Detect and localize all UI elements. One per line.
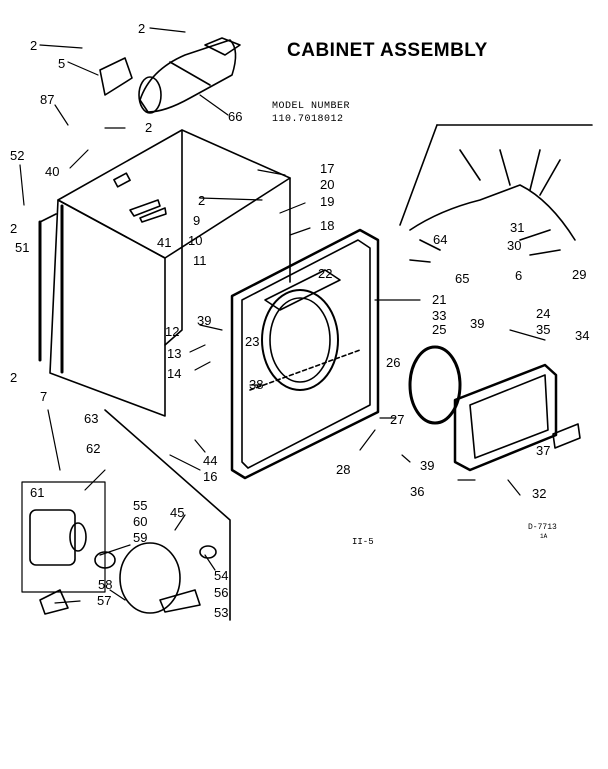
part-label: 14 <box>167 366 181 381</box>
part-label: 18 <box>320 218 334 233</box>
part-label: 20 <box>320 177 334 192</box>
part-label: 64 <box>433 232 447 247</box>
part-label: 34 <box>575 328 589 343</box>
part-label: 39 <box>470 316 484 331</box>
part-label: 45 <box>170 505 184 520</box>
part-label: 52 <box>10 148 24 163</box>
part-label: 6 <box>515 268 522 283</box>
part-label: 7 <box>40 389 47 404</box>
drawing-revision: 1A <box>540 533 548 540</box>
part-label: 66 <box>228 109 242 124</box>
part-label: 2 <box>138 21 145 36</box>
part-label: 55 <box>133 498 147 513</box>
part-label: 54 <box>214 568 228 583</box>
part-label: 33 <box>432 308 446 323</box>
part-label: 39 <box>420 458 434 473</box>
part-label: 60 <box>133 514 147 529</box>
part-label: 30 <box>507 238 521 253</box>
part-label: 65 <box>455 271 469 286</box>
part-label: 63 <box>84 411 98 426</box>
part-label: 21 <box>432 292 446 307</box>
part-label: 9 <box>193 213 200 228</box>
part-label: 31 <box>510 220 524 235</box>
wiring-harness <box>399 124 593 263</box>
part-label: 5 <box>58 56 65 71</box>
part-label: 38 <box>249 377 263 392</box>
part-label: 11 <box>193 253 207 268</box>
part-label: 51 <box>15 240 29 255</box>
part-labels: 2 2 5 66 87 2 40 52 2 51 41 2 9 10 11 17… <box>10 21 589 620</box>
part-label: 19 <box>320 194 334 209</box>
part-label: 12 <box>165 324 179 339</box>
door-assembly <box>453 363 581 472</box>
door-gasket <box>408 345 462 425</box>
part-label: 59 <box>133 530 147 545</box>
part-label: 25 <box>432 322 446 337</box>
part-label: 36 <box>410 484 424 499</box>
page-reference: II-5 <box>352 537 374 547</box>
part-label: 2 <box>10 370 17 385</box>
model-number-value: 110.7018012 <box>272 114 344 125</box>
part-label: 2 <box>198 193 205 208</box>
part-label: 87 <box>40 92 54 107</box>
part-label: 58 <box>98 577 112 592</box>
part-label: 61 <box>30 485 44 500</box>
part-label: 23 <box>245 334 259 349</box>
part-label: 57 <box>97 593 111 608</box>
leader-lines <box>19 27 546 604</box>
part-label: 56 <box>214 585 228 600</box>
cabinet-outline <box>38 129 291 417</box>
part-label: 13 <box>167 346 181 361</box>
part-label: 39 <box>197 313 211 328</box>
part-label: 2 <box>30 38 37 53</box>
diagram-title: CABINET ASSEMBLY <box>287 40 488 61</box>
part-label: 44 <box>203 453 217 468</box>
exhaust-duct <box>138 37 241 114</box>
part-label: 53 <box>214 605 228 620</box>
motor-area <box>21 409 231 621</box>
model-number-block: MODEL NUMBER 110.7018012 <box>272 100 350 126</box>
model-number-label: MODEL NUMBER <box>272 101 351 112</box>
part-label: 37 <box>536 443 550 458</box>
part-label: 29 <box>572 267 586 282</box>
part-label: 40 <box>45 164 59 179</box>
part-label: 28 <box>336 462 350 477</box>
bracket-5 <box>99 57 133 96</box>
front-panel <box>230 228 380 480</box>
part-label: 2 <box>10 221 17 236</box>
drawing-code: D-7713 <box>528 523 557 532</box>
part-label: 16 <box>203 469 217 484</box>
part-label: 41 <box>157 235 171 250</box>
part-label: 10 <box>188 233 202 248</box>
part-label: 22 <box>318 266 332 281</box>
part-label: 17 <box>320 161 334 176</box>
part-label: 35 <box>536 322 550 337</box>
part-label: 62 <box>86 441 100 456</box>
part-label: 26 <box>386 355 400 370</box>
part-label: 32 <box>532 486 546 501</box>
part-label: 24 <box>536 306 550 321</box>
part-label: 2 <box>145 120 152 135</box>
part-label: 27 <box>390 412 404 427</box>
